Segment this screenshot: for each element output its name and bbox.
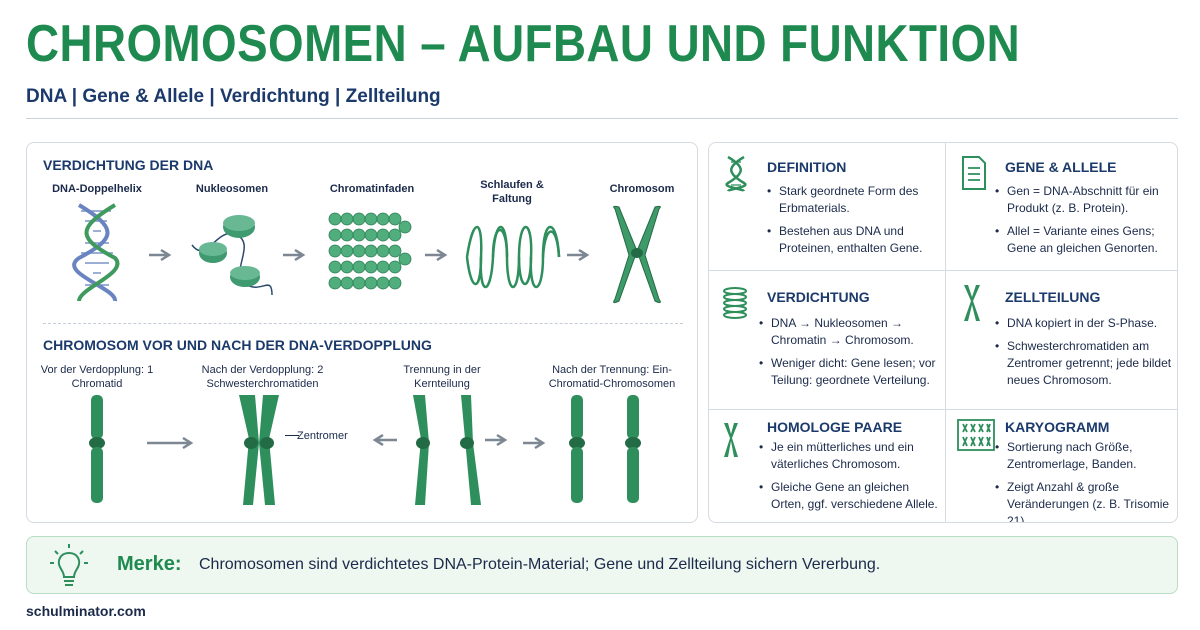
card-bullet: DNA kopiert in der S-Phase.: [995, 315, 1175, 332]
separation-illustration: [413, 395, 481, 505]
stage-label-helix: DNA-Doppelhelix: [52, 183, 142, 195]
page-subtitle: DNA | Gene & Allele | Verdichtung | Zell…: [26, 86, 441, 107]
compaction-heading: VERDICHTUNG DER DNA: [43, 157, 214, 173]
document-icon: [962, 156, 986, 190]
separated-chromosome-illustration: [625, 395, 641, 503]
section-divider: [43, 323, 683, 324]
card-bullets: DNA kopiert in der S-Phase. Schwesterchr…: [995, 315, 1175, 395]
arrow-right-icon: [147, 436, 194, 450]
card-title: HOMOLOGE PAARE: [767, 419, 903, 435]
lightbulb-icon: [50, 544, 88, 586]
arrow-right-icon: [485, 433, 508, 447]
separated-chromosome-illustration: [569, 395, 585, 503]
header-divider: [26, 118, 1178, 119]
grid-divider: [945, 143, 946, 522]
stage-label-nucleosomes: Nukleosomen: [195, 183, 269, 195]
card-title: GENE & ALLELE: [1005, 159, 1117, 175]
card-bullets: Stark geordnete Form des Erbmaterials. B…: [767, 183, 939, 263]
replication-label-separated: Nach der Trennung: Ein-Chromatid-Chromos…: [548, 364, 676, 391]
card-bullet: Allel = Variante eines Gens; Gene an gle…: [995, 223, 1175, 257]
dna-icon: [725, 155, 747, 193]
arrow-right-icon: [567, 248, 590, 262]
dna-helix-illustration: [72, 203, 120, 302]
card-bullet: Bestehen aus DNA und Proteinen, enthalte…: [767, 223, 939, 257]
card-bullet: Schwesterchromatiden am Zentromer getren…: [995, 338, 1175, 389]
chromosome-illustration: [613, 205, 661, 304]
nucleosome-illustration: [191, 215, 273, 296]
arrow-right-icon: [425, 248, 448, 262]
coil-icon: [723, 287, 747, 319]
sister-chromatids-illustration: [239, 395, 279, 505]
stage-label-loops: Schlaufen & Faltung: [480, 179, 544, 205]
arrow-right-icon: [523, 436, 546, 450]
card-title: DEFINITION: [767, 159, 847, 175]
card-bullet: Zeigt Anzahl & große Veränderungen (z. B…: [995, 479, 1175, 522]
card-title: ZELLTEILUNG: [1005, 289, 1101, 305]
merke-box: Merke: Chromosomen sind verdichtetes DNA…: [26, 536, 1178, 594]
stage-label-chromosome: Chromosom: [609, 183, 675, 195]
card-bullet: Je ein mütterliches und ein väterliches …: [759, 439, 939, 473]
grid-divider: [709, 270, 1177, 271]
chromosome-icon: [964, 285, 980, 321]
card-bullet: Stark geordnete Form des Erbmaterials.: [767, 183, 939, 217]
centromere-label: Zentromer: [297, 430, 348, 442]
card-bullets: Gen = DNA-Abschnitt für ein Produkt (z. …: [995, 183, 1175, 263]
card-bullets: Je ein mütterliches und ein väterliches …: [759, 439, 939, 519]
grid-divider: [709, 409, 1177, 410]
footer-brand: schulminator.com: [26, 603, 146, 619]
arrow-right-icon: [283, 248, 306, 262]
replication-heading: CHROMOSOM VOR UND NACH DER DNA-VERDOPPLU…: [43, 337, 432, 353]
card-bullets: Sortierung nach Größe, Zentromerlage, Ba…: [995, 439, 1175, 522]
card-bullets: DNA → Nukleosomen → Chromatin → Chromoso…: [759, 315, 939, 395]
card-bullet: Gen = DNA-Abschnitt für ein Produkt (z. …: [995, 183, 1175, 217]
page-title: CHROMOSOMEN – AUFBAU UND FUNKTION: [26, 15, 1021, 73]
card-title: VERDICHTUNG: [767, 289, 870, 305]
diagram-panel: VERDICHTUNG DER DNA DNA-Doppelhelix Nukl…: [26, 142, 698, 523]
homologous-pair-icon: [724, 423, 738, 457]
merke-text: Chromosomen sind verdichtetes DNA-Protei…: [199, 556, 881, 573]
loops-illustration: [465, 225, 561, 289]
replication-label-separation: Trennung in der Kernteilung: [403, 364, 481, 391]
merke-label: Merke:: [117, 553, 182, 575]
replication-label-after: Nach der Verdopplung: 2 Schwesterchromat…: [201, 364, 324, 391]
info-cards-panel: DEFINITION Stark geordnete Form des Erbm…: [708, 142, 1178, 523]
card-bullet: DNA → Nukleosomen → Chromatin → Chromoso…: [759, 315, 939, 349]
single-chromatid-illustration: [89, 395, 105, 503]
chromatin-fiber-illustration: [328, 212, 412, 290]
stage-label-chromatin: Chromatinfaden: [329, 183, 415, 195]
karyogram-icon: [957, 419, 995, 451]
arrow-right-icon: [149, 248, 172, 262]
card-bullet: Weniger dicht: Gene lesen; vor Teilung: …: [759, 355, 939, 389]
replication-label-before: Vor der Verdopplung: 1 Chromatid: [40, 364, 154, 391]
card-title: KARYOGRAMM: [1005, 419, 1110, 435]
card-bullet: Sortierung nach Größe, Zentromerlage, Ba…: [995, 439, 1175, 473]
arrow-left-icon: [372, 433, 397, 447]
card-bullet: Gleiche Gene an gleichen Orten, ggf. ver…: [759, 479, 939, 513]
centromere-pointer: [285, 435, 299, 436]
